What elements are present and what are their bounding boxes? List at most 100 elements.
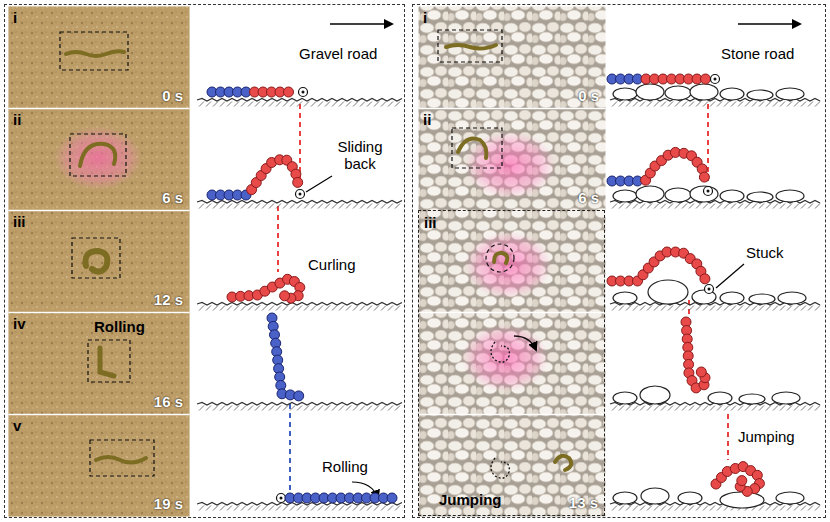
ground-hatch [325,506,330,511]
robot-photo [66,45,571,470]
ground-hatch [808,102,813,107]
leader-line [716,264,744,288]
ground-hatch [276,506,281,511]
stone-photo [419,414,606,416]
ground-hatch [647,102,652,107]
panel-numeral: ii [423,111,431,128]
time-stamp: 6 s [162,189,183,206]
alignment-dash [289,404,291,490]
ground-hatch [626,506,631,511]
robot-head [296,190,305,199]
focus-box [60,32,128,70]
ground-hatch [619,204,624,209]
ground-hatch [199,506,204,511]
ground-hatch [339,102,344,107]
ground-hatch [395,204,400,209]
ground-hatch [626,102,631,107]
ground-hatch [773,406,778,411]
ground-hatch [318,406,323,411]
ground-hatch [220,204,225,209]
ground-hatch [220,506,225,511]
robot-segment [696,367,706,377]
time-stamp: 6 s [578,189,599,206]
ground-hatch [612,306,617,311]
robot-head [704,187,713,196]
photo-panel: v19 s [8,414,189,516]
ground-hatch [206,102,211,107]
robot-photo [100,348,114,376]
ground-hatch [381,406,386,411]
ground-hatch [689,506,694,511]
ground-hatch [374,204,379,209]
ground-hatch [388,204,393,209]
motion-trace [491,342,509,362]
ground-hatch [696,506,701,511]
stone [720,492,764,508]
ground-hatch [241,506,246,511]
light-glow [464,231,552,299]
ground-hatch [297,306,302,311]
robot-head [711,75,720,84]
ground-hatch [395,306,400,311]
ground-hatch [360,102,365,107]
ground-hatch [703,406,708,411]
ground-hatch [220,406,225,411]
ground-hatch [367,506,372,511]
ground-hatch [682,306,687,311]
stone-photo [419,7,606,517]
panel-numeral: iii [424,214,437,231]
ground-hatch [668,204,673,209]
robot-photo [555,456,571,470]
ground-hatch [360,204,365,209]
ground-hatch [339,204,344,209]
ground-hatch [255,506,260,511]
ground-hatch [724,204,729,209]
light-glow [461,324,549,392]
ground-hatch [388,306,393,311]
ground-hatch [717,102,722,107]
ground-hatch [276,406,281,411]
ground-hatch [619,406,624,411]
ground-hatch [255,406,260,411]
robot-segment [387,493,397,503]
ground-hatch [745,306,750,311]
ground-hatch [661,506,666,511]
ground-hatch [199,102,204,107]
robot-photo [96,457,146,463]
robot-segment [280,291,290,301]
ground-hatch [675,306,680,311]
robot-head [299,88,308,97]
ground-hatch [325,102,330,107]
focus-box [438,30,502,62]
time-stamp: 0 s [162,87,183,104]
ground-hatch [633,102,638,107]
ground-hatch [675,506,680,511]
gravel-photo [9,7,190,517]
ground-hatch [745,204,750,209]
ground-hatch [633,506,638,511]
ground-hatch [304,406,309,411]
ground-hatch [766,506,771,511]
gravel-photo [9,7,190,517]
ground-hatch [255,204,260,209]
ground-hatch [269,204,274,209]
ground-hatch [241,204,246,209]
ground-hatch [647,306,652,311]
ground-line [197,303,402,306]
ground-hatch [318,306,323,311]
ground-hatch [213,406,218,411]
ground-hatch [332,506,337,511]
ground-hatch [213,102,218,107]
ground-hatch [213,204,218,209]
ground-hatch [780,306,785,311]
ground-hatch [731,306,736,311]
ground-hatch [325,306,330,311]
ground-hatch [710,204,715,209]
photo-panel: ii 6 s [418,108,605,210]
ground-hatch [780,506,785,511]
gravel-photo [9,210,190,212]
ground-hatch [647,506,652,511]
ground-hatch [227,506,232,511]
ground-hatch [738,102,743,107]
ground-hatch [640,204,645,209]
